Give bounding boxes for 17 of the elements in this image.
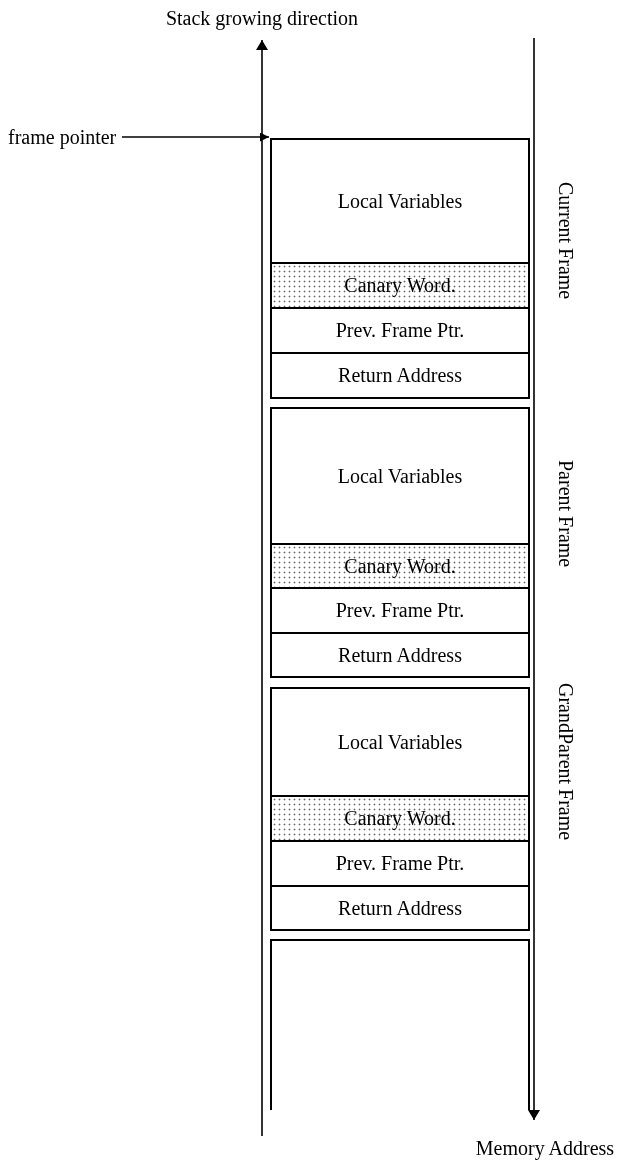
- canary-word-cell: Canary Word.: [270, 543, 530, 589]
- pointer-label: frame pointer: [8, 127, 117, 147]
- frame-label: Parent Frame: [556, 460, 576, 568]
- empty-stack-cell: [270, 939, 530, 1110]
- canary-word-cell: Canary Word.: [270, 795, 530, 842]
- pointer-arrow: [121, 132, 270, 142]
- return-address-cell: Return Address: [270, 352, 530, 399]
- return-address-cell: Return Address: [270, 632, 530, 678]
- frame-label: Current Frame: [556, 182, 576, 300]
- frame-label: GrandParent Frame: [556, 683, 576, 841]
- prev-frame-pointer-cell: Prev. Frame Ptr.: [270, 587, 530, 634]
- axis-label: Memory Address: [475, 1138, 615, 1158]
- axis-label: Stack growing direction: [165, 8, 359, 28]
- canary-word-cell: Canary Word.: [270, 262, 530, 309]
- return-address-cell: Return Address: [270, 885, 530, 931]
- prev-frame-pointer-cell: Prev. Frame Ptr.: [270, 840, 530, 887]
- prev-frame-pointer-cell: Prev. Frame Ptr.: [270, 307, 530, 354]
